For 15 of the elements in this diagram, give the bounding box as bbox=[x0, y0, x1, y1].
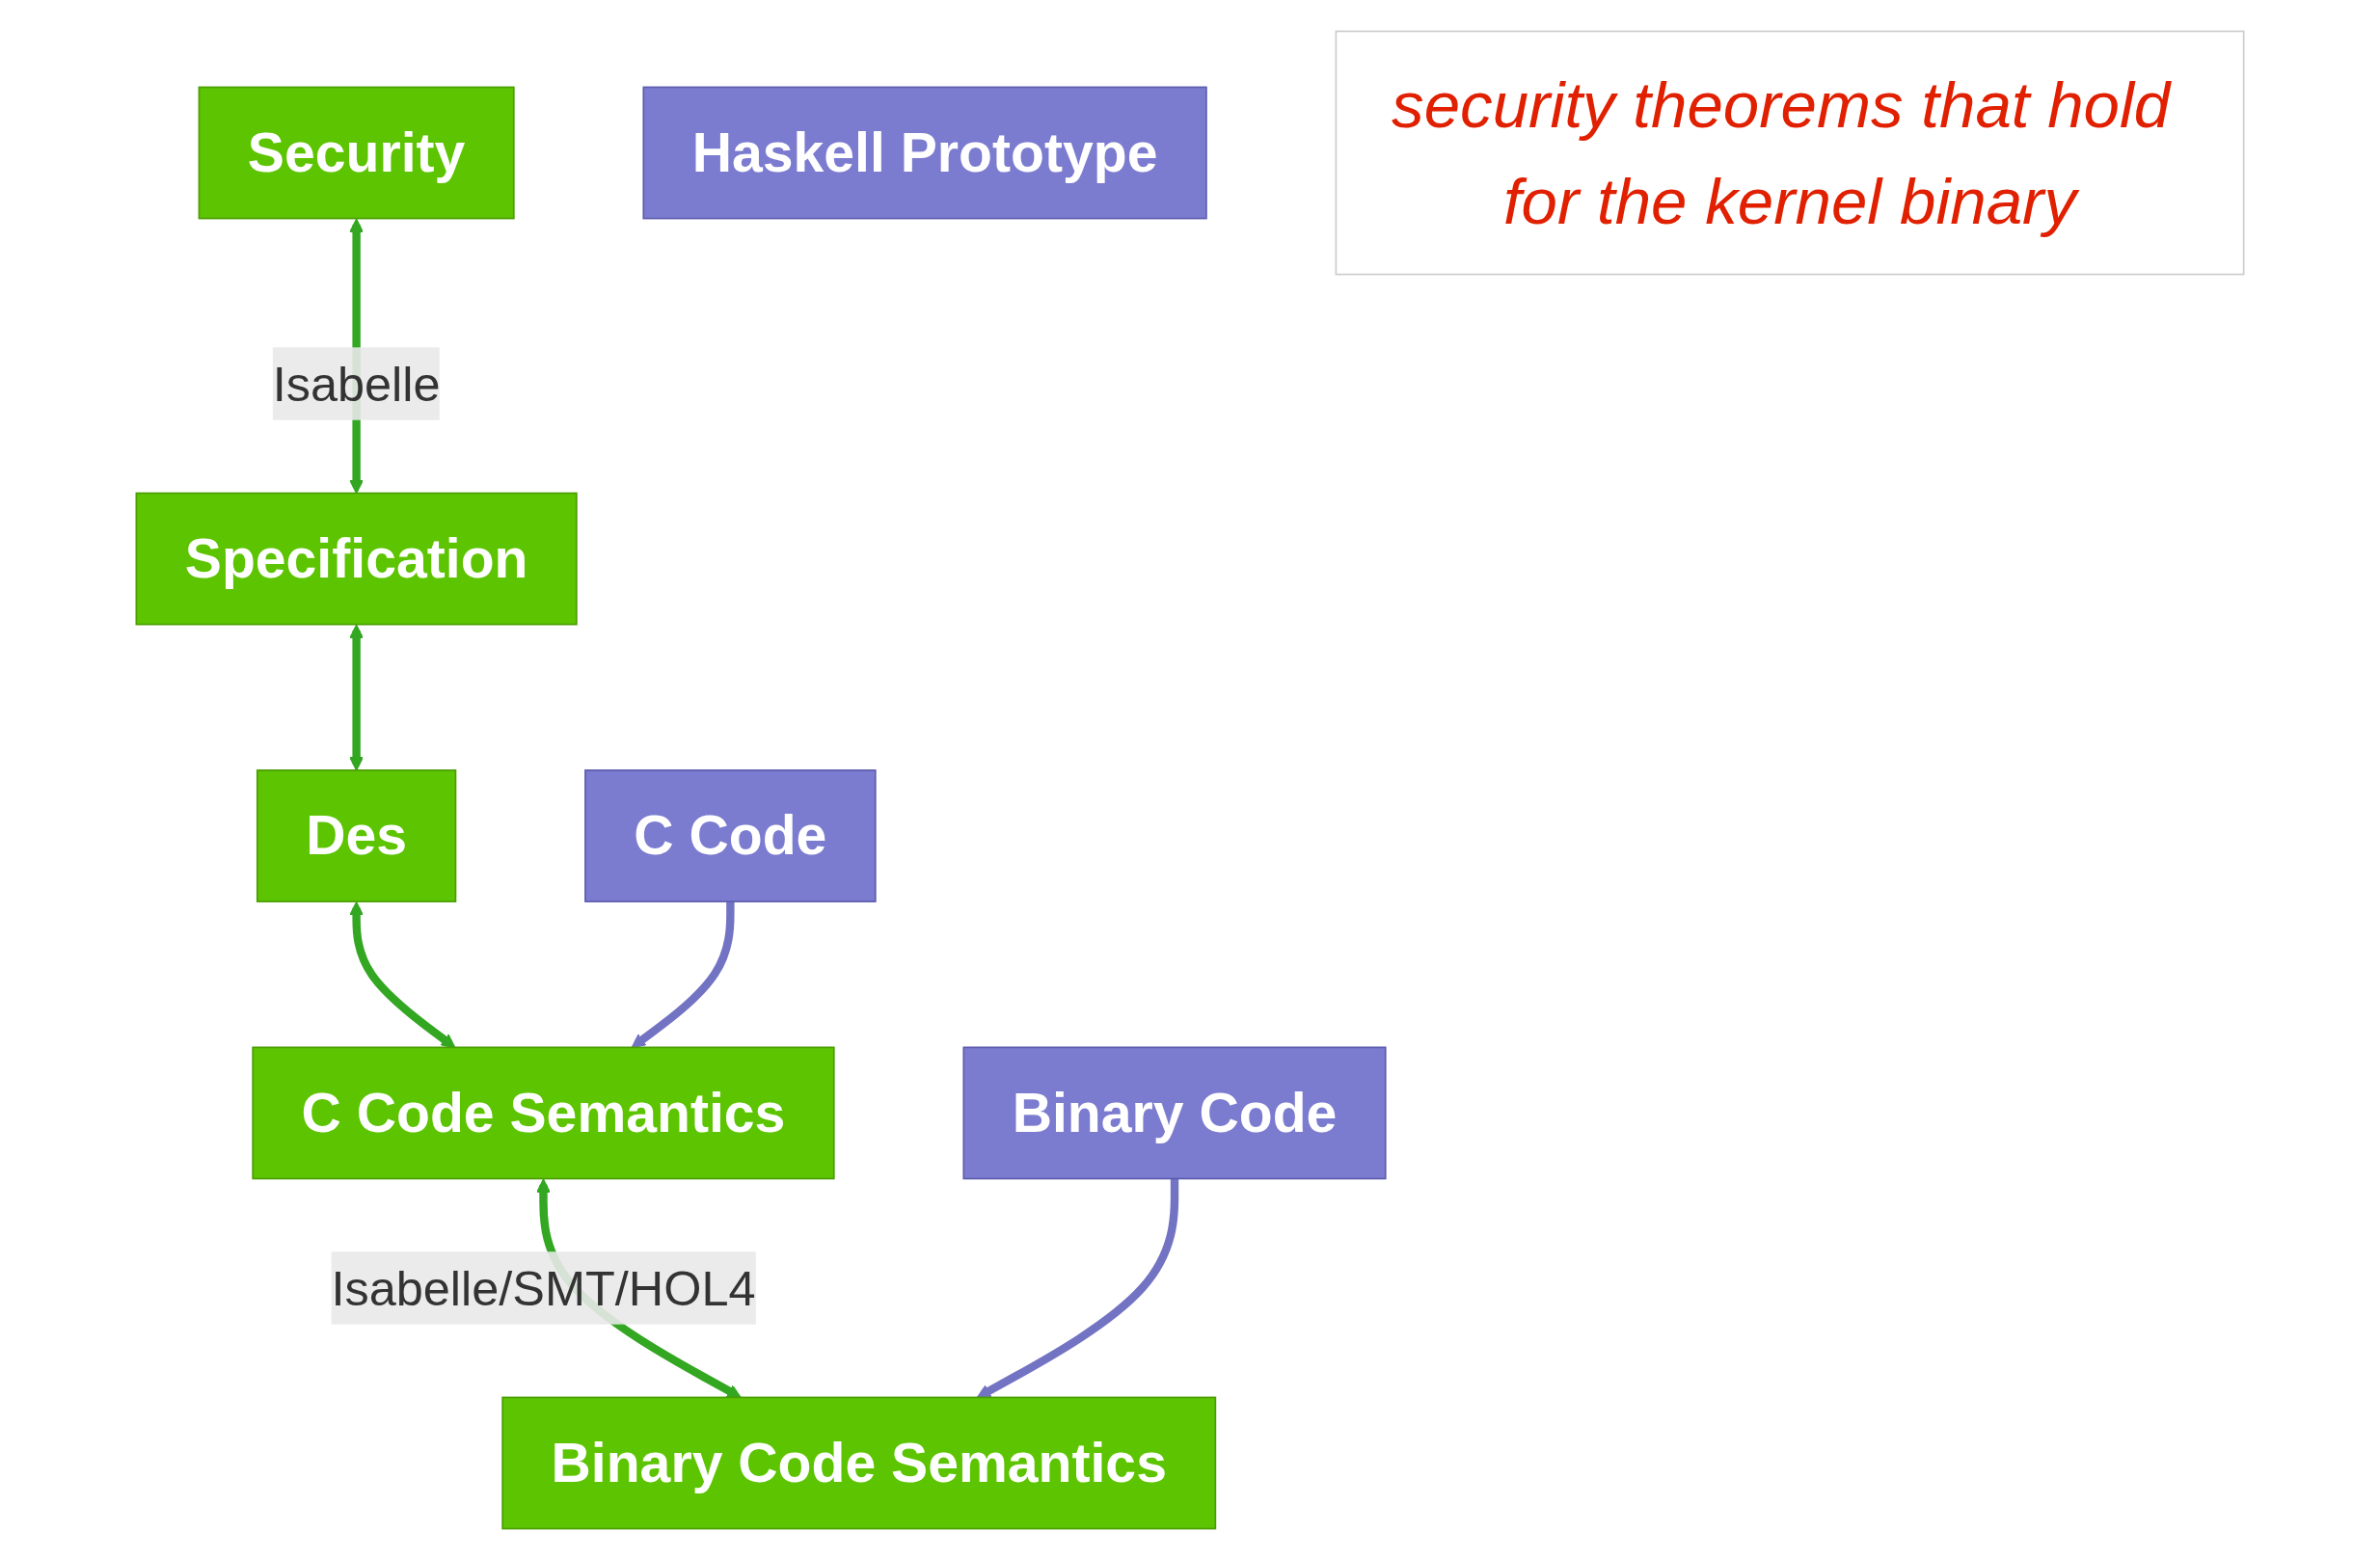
arrow bbox=[349, 624, 364, 771]
edge-label: Isabelle bbox=[272, 356, 441, 411]
node-box: Specification bbox=[135, 492, 578, 625]
node-box: security theorems that hold for the kernel binary bbox=[1335, 30, 2245, 275]
node-box: Binary Code bbox=[962, 1046, 1387, 1179]
node-box: C Code Semantics bbox=[252, 1046, 835, 1179]
arrow bbox=[976, 1178, 1179, 1398]
node-box: C Code bbox=[584, 768, 877, 902]
node-box: Haskell Prototype bbox=[642, 86, 1207, 219]
node-box: Des bbox=[256, 768, 457, 902]
node-box: Binary Code Semantics bbox=[501, 1396, 1217, 1529]
arrow bbox=[631, 900, 735, 1048]
node-box: Security bbox=[198, 86, 515, 219]
edge-label: Isabelle/SMT/HOL4 bbox=[331, 1260, 756, 1315]
arrow bbox=[349, 900, 456, 1048]
